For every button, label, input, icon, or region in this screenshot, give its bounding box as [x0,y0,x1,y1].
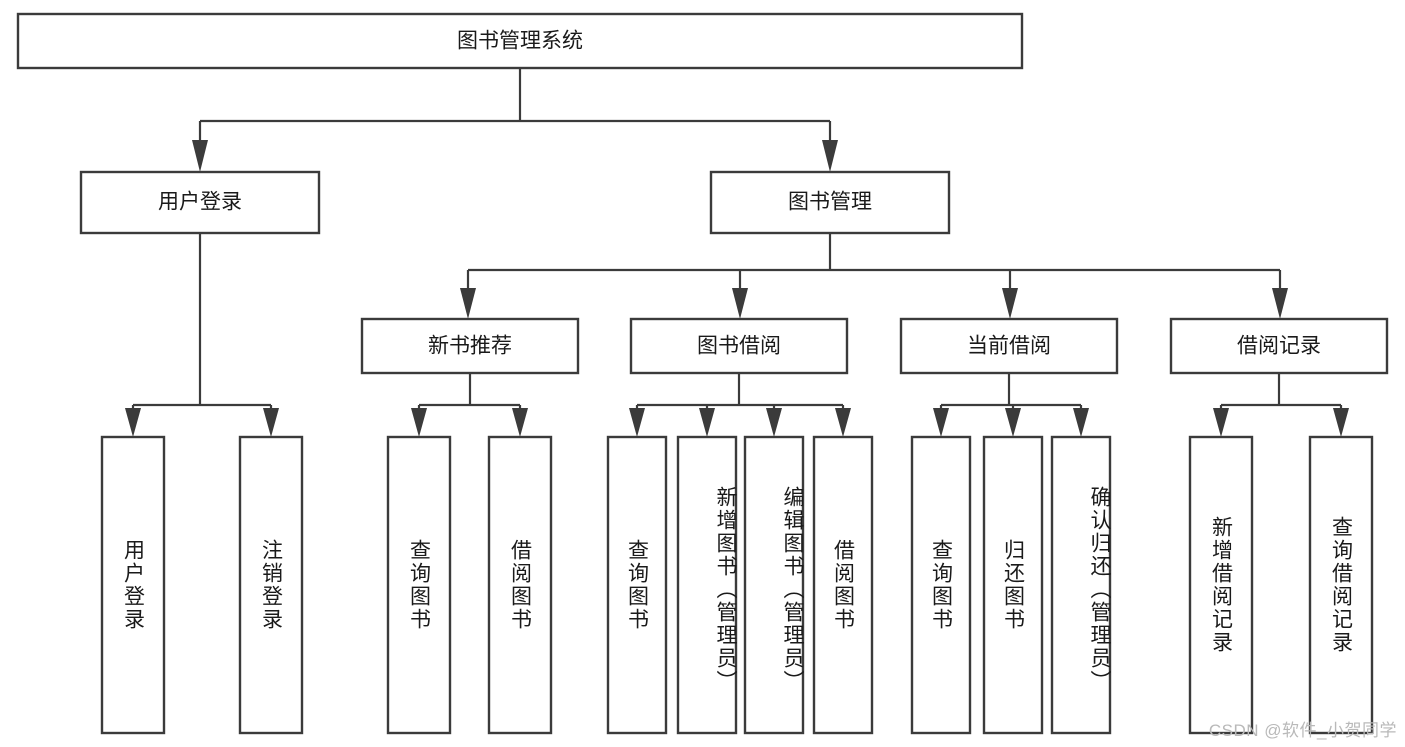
arrow-head-leaf-borrow-book [835,408,851,437]
arrow-head-leaf-query-book-current [933,408,949,437]
arrow-head-leaf-add-book [699,408,715,437]
node-root-label: 图书管理系统 [457,30,583,53]
connector-layer [125,68,1349,437]
arrow-head-book-manage [822,140,838,172]
node-borrow-record[interactable] [1169,317,1389,375]
node-new-book-rec[interactable] [360,317,580,375]
node-leaf-return-book[interactable] [982,435,1044,735]
node-new-book-rec-label: 新书推荐 [428,335,512,358]
arrow-head-leaf-borrow-book-rec [512,408,528,437]
node-leaf-user-login[interactable] [100,435,166,735]
node-leaf-query-book-borrow[interactable] [606,435,668,735]
arrow-head-leaf-user-login [125,408,141,437]
arrow-head-leaf-query-borrow-record [1333,408,1349,437]
node-book-manage[interactable] [709,170,951,235]
node-leaf-confirm-return[interactable] [1050,435,1112,735]
node-book-borrow[interactable] [629,317,849,375]
node-borrow-record-label: 借阅记录 [1237,335,1321,358]
arrow-head-leaf-edit-book [766,408,782,437]
arrow-head-leaf-return-book [1005,408,1021,437]
node-user-login[interactable] [79,170,321,235]
node-user-login-label: 用户登录 [158,191,242,214]
node-leaf-add-borrow-record[interactable] [1188,435,1254,735]
node-book-borrow-label: 图书借阅 [697,335,781,358]
arrow-head-user-login [192,140,208,172]
node-layer: 图书管理系统 用户登录 图书管理 新书推荐 图书借阅 当前借阅 借阅记录 [16,12,1389,735]
node-book-manage-label: 图书管理 [788,191,872,214]
node-root[interactable] [16,12,1024,70]
node-current-borrow-label: 当前借阅 [967,335,1051,358]
arrow-head-leaf-query-book-rec [411,408,427,437]
node-leaf-borrow-book-rec[interactable] [487,435,553,735]
arrow-head-borrow-record [1272,288,1288,319]
arrow-head-leaf-add-borrow-record [1213,408,1229,437]
node-leaf-borrow-book[interactable] [812,435,874,735]
arrow-head-new-book-rec [460,288,476,319]
node-leaf-query-book-current[interactable] [910,435,972,735]
csdn-watermark: CSDN @软件_小贺同学 [1208,721,1397,740]
node-current-borrow[interactable] [899,317,1119,375]
node-leaf-add-book[interactable] [676,435,738,735]
node-leaf-query-book-rec[interactable] [386,435,452,735]
arrow-head-leaf-user-logout [263,408,279,437]
arrow-head-current-borrow [1002,288,1018,319]
arrow-head-leaf-query-book-borrow [629,408,645,437]
arrow-head-leaf-confirm-return [1073,408,1089,437]
arrow-head-book-borrow [732,288,748,319]
node-leaf-query-borrow-record[interactable] [1308,435,1374,735]
node-leaf-edit-book[interactable] [743,435,805,735]
node-leaf-user-logout[interactable] [238,435,304,735]
